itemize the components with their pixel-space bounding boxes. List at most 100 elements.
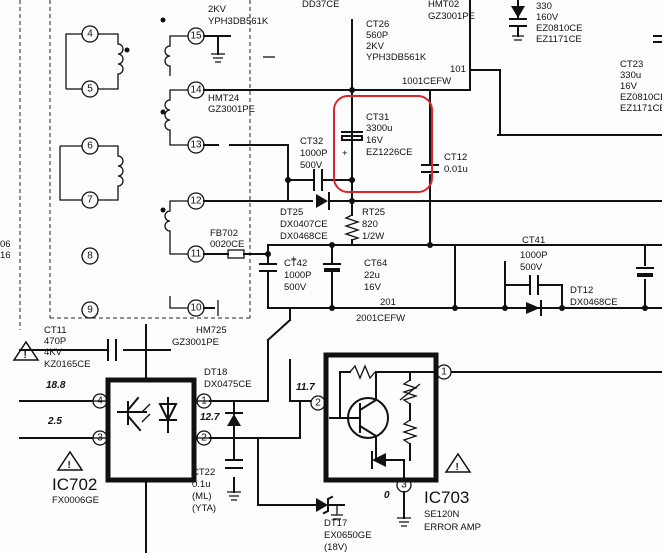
label-ct11-1: 470P <box>44 336 66 347</box>
label-dt12-1: DX0468CE <box>570 297 618 308</box>
label-ct12-0: CT12 <box>444 152 467 163</box>
label-201-0: 201 <box>380 297 396 308</box>
capacitor-ct12 <box>421 164 439 173</box>
zener-dt17 <box>316 495 334 515</box>
ic703-pins: 1 2 3 <box>310 364 452 493</box>
label-ct42-2: 500V <box>284 282 307 293</box>
pin-label: 1 <box>441 367 447 378</box>
svg-text:!: ! <box>68 460 71 471</box>
label-hm725-1: GZ3001PE <box>172 337 219 348</box>
label-ct26-0: CT26 <box>366 19 389 30</box>
ic702-pins: 4 3 1 2 <box>92 393 212 446</box>
label-ct22-2: (ML) <box>192 491 212 502</box>
label-top-yph: YPH3DB561K <box>208 16 269 27</box>
pin-label: 9 <box>87 305 93 316</box>
label-rt25-2: 1/2W <box>362 231 384 242</box>
label-fb702-0: FB702 <box>210 228 238 239</box>
label-dt18-0: DT18 <box>204 367 227 378</box>
label-dt17-2: (18V) <box>324 542 347 553</box>
voltage-11-7: 11.7 <box>296 382 315 393</box>
label-dt25-2: DX0468CE <box>280 231 328 242</box>
pin-label: 2 <box>201 433 207 444</box>
caution-icon: ! <box>12 340 40 361</box>
label-101-0: 101 <box>450 64 466 75</box>
label-ct11-3: KZ0165CE <box>44 359 90 370</box>
ic702-optocoupler <box>92 377 210 483</box>
label-dt17-1: EX0650GE <box>324 530 372 541</box>
pin-label: 3 <box>97 433 103 444</box>
capacitor-ct32 <box>311 169 333 191</box>
caution-icon: ! <box>56 450 84 471</box>
ic703-role: ERROR AMP <box>424 522 481 533</box>
label-ct64-0: CT64 <box>364 258 387 269</box>
label-ct41-0: CT41 <box>522 235 545 246</box>
pin-label: 8 <box>87 251 93 262</box>
label-330-2: EZ0810CE <box>536 23 582 34</box>
label-dt18-1: DX0475CE <box>204 379 252 390</box>
label-ct31-1: 3300u <box>366 123 392 134</box>
label-ct42-0: CT42 <box>284 258 307 269</box>
diode-dt25 <box>316 192 330 210</box>
label-dt25-1: DX0407CE <box>280 219 328 230</box>
svg-text:+: + <box>291 254 297 265</box>
pin-label: 7 <box>87 195 93 206</box>
label-ct31-0: CT31 <box>366 112 389 123</box>
pin-label: 5 <box>87 84 93 95</box>
label-ct23-0: CT23 <box>620 59 643 70</box>
label-ct26-1: 560P <box>366 30 388 41</box>
transformer-left-pins: 4 5 6 7 8 9 <box>81 25 99 319</box>
pin-label: 15 <box>190 31 202 42</box>
label-ct31-2: 16V <box>366 135 384 146</box>
label-ct11-2: 4KV <box>44 347 63 358</box>
junction-dots <box>265 87 648 311</box>
capacitor-ct42: + <box>259 254 297 279</box>
component-ct23 <box>653 35 662 43</box>
svg-text:+: + <box>342 148 348 159</box>
label-top-dd37ce: DD37CE <box>302 0 340 10</box>
ic702-name: IC702 <box>52 475 97 494</box>
label-ct22-0: CT22 <box>192 467 215 478</box>
svg-text:!: ! <box>456 462 459 473</box>
label-dt12-0: DT12 <box>570 285 593 296</box>
label-330-1: 160V <box>536 12 559 23</box>
ic703-error-amp <box>323 352 439 483</box>
ground-symbols <box>211 35 524 316</box>
label-dt25-0: DT25 <box>280 207 303 218</box>
label-101-1: 1001CEFW <box>402 76 451 87</box>
pin-label: 4 <box>87 29 93 40</box>
voltage-2-5: 2.5 <box>47 416 62 427</box>
svg-text:!: ! <box>24 350 27 361</box>
label-top-hmt02: HMT02 <box>428 0 459 10</box>
label-hm725-0: HM725 <box>196 325 227 336</box>
label-ct22-1: 0.1u <box>192 479 211 490</box>
transformer-outline <box>19 0 251 330</box>
diode-dt12 <box>526 300 542 316</box>
ferrite-fb702 <box>227 249 245 259</box>
label-ct23-1: 330u <box>620 70 641 81</box>
pin-label: 14 <box>190 85 202 96</box>
label-ct41-1: 1000P <box>520 250 547 261</box>
label-rt25-0: RT25 <box>362 207 385 218</box>
voltage-18-8: 18.8 <box>46 380 66 391</box>
label-330-3: EZ1171CE <box>536 34 582 45</box>
diode-dt18 <box>225 412 243 426</box>
label-ct32-1: 1000P <box>300 148 327 159</box>
ic702-part: FX0006GE <box>52 495 99 506</box>
label-ct12-1: 0.01u <box>444 164 468 175</box>
label-ct22-3: (YTA) <box>192 503 216 514</box>
label-ct32-0: CT32 <box>300 136 323 147</box>
label-ct64-1: 22u <box>364 270 380 281</box>
ic703-part: SE120N <box>424 509 460 520</box>
caution-icon: ! <box>444 452 472 473</box>
voltage-0: 0 <box>384 490 390 501</box>
capacitor-ct41 <box>529 275 539 295</box>
label-ct42-1: 1000P <box>284 270 311 281</box>
capacitor-ct31: + <box>341 117 363 159</box>
pin-label: 13 <box>190 140 202 151</box>
transformer-right-pins: 15 14 13 12 11 10 <box>187 27 205 317</box>
label-ct23-2: 16V <box>620 81 638 92</box>
resistor-rt25 <box>343 214 361 241</box>
transformer-windings <box>59 17 188 309</box>
label-ct32-2: 500V <box>300 160 323 171</box>
